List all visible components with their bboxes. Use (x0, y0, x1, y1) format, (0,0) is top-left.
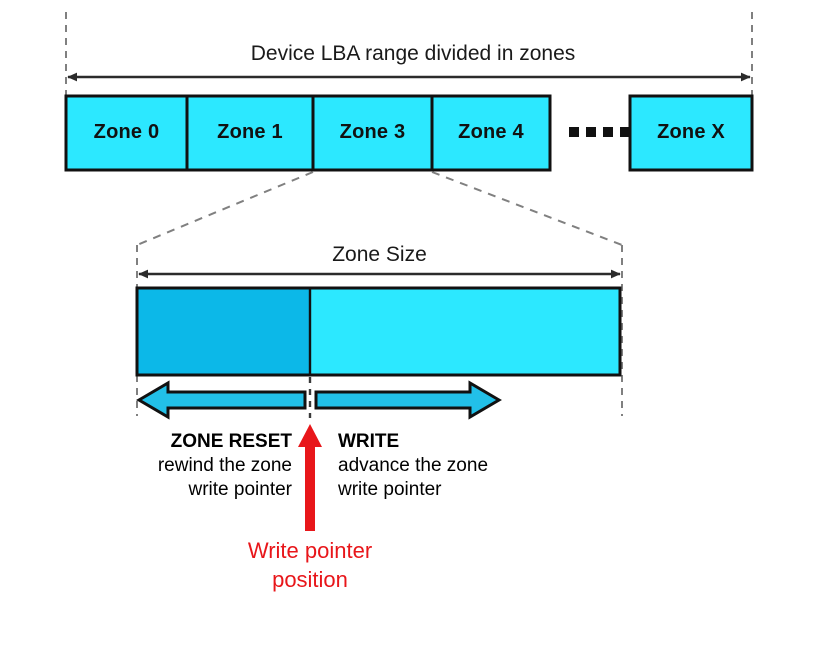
zone-reset-line2: write pointer (188, 479, 293, 501)
zone-reset-title: ZONE RESET (170, 431, 292, 452)
write-pointer-caption: Write pointer position (160, 537, 460, 594)
zone-label-3: Zone 3 (339, 121, 406, 143)
write-arrow-icon (314, 380, 502, 420)
write-line1: advance the zone (338, 455, 489, 477)
write-title: WRITE (338, 431, 400, 452)
write-description: WRITE advance the zone write pointer (338, 430, 558, 502)
zone-label-x: Zone X (657, 121, 725, 143)
written-region (137, 288, 310, 375)
zoom-splay-right (431, 171, 623, 246)
zone-reset-line1: rewind the zone (157, 455, 292, 477)
write-pointer-caption-line1: Write pointer (247, 538, 373, 563)
write-pointer-caption-line2: position (272, 566, 348, 592)
lba-range-caption: Device LBA range divided in zones (250, 42, 576, 65)
zone-box-0 (64, 94, 189, 172)
zone-size-caption: Zone Size (332, 243, 427, 266)
zone-box-3 (311, 94, 434, 172)
zone-reset-arrow-icon (136, 380, 307, 420)
zone-label-1: Zone 1 (217, 121, 283, 143)
zone-detail-outline (135, 286, 622, 377)
zone-box-4 (430, 94, 552, 172)
zoom-splay-left (136, 171, 314, 246)
zone-box-1 (185, 94, 315, 172)
zone-reset-description: ZONE RESET rewind the zone write pointer (92, 430, 292, 502)
zone-boxes (64, 94, 754, 172)
zone-detail-bar (135, 286, 622, 377)
write-line2: write pointer (338, 479, 442, 501)
zone-label-4: Zone 4 (458, 121, 524, 143)
ellipsis-dots-icon (569, 127, 630, 137)
free-region (310, 288, 620, 375)
zone-box-x (628, 94, 754, 172)
zone-label-0: Zone 0 (93, 121, 160, 143)
write-pointer-indicator-icon (298, 424, 322, 531)
